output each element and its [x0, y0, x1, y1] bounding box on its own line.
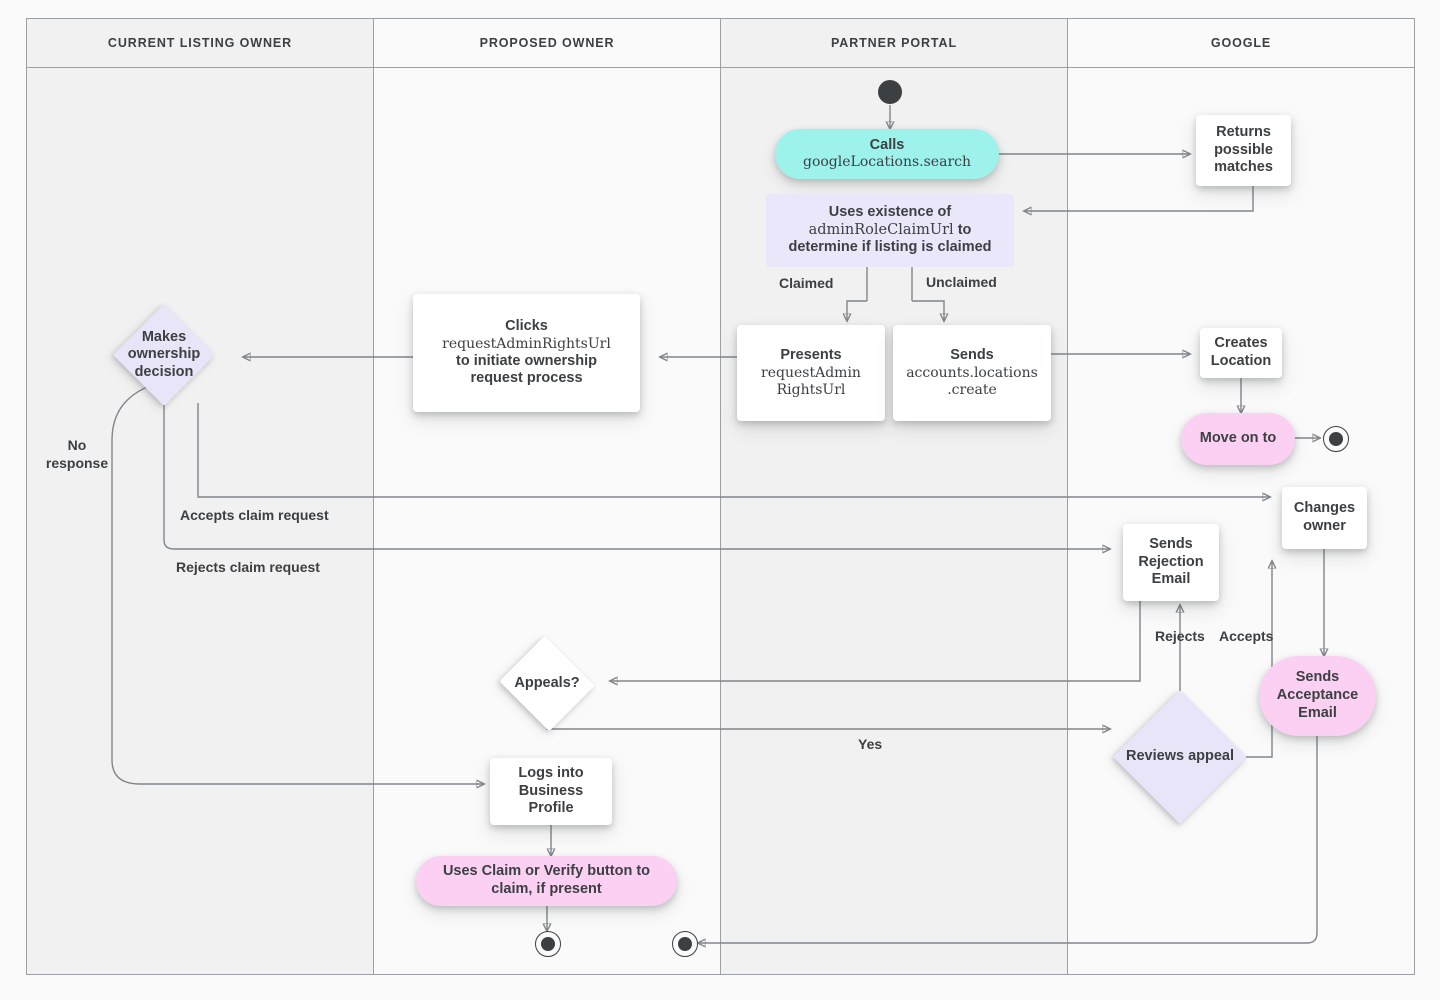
node-line-2-code: accounts.locations	[906, 364, 1038, 381]
node-line-2-tail: to	[953, 221, 972, 238]
lane-header-label: GOOGLE	[1210, 36, 1272, 50]
node-uses-existence-of-admin-role-claim-url[interactable]: Uses existence of adminRoleClaimUrl to d…	[766, 194, 1014, 267]
edge-label-no-response: No response	[45, 437, 109, 471]
node-sends-rejection-email[interactable]: Sends Rejection Email	[1123, 524, 1219, 601]
node-makes-ownership-decision[interactable]: Makes ownership decision	[113, 304, 215, 406]
node-label: Makes ownership decision	[127, 328, 201, 380]
node-changes-owner[interactable]: Changes owner	[1282, 487, 1367, 549]
lane-header-label: PROPOSED OWNER	[479, 36, 615, 50]
lane-header-label: PARTNER PORTAL	[830, 36, 958, 50]
node-label: Uses Claim or Verify button to claim, if…	[442, 863, 651, 897]
edge-label-accepts-claim-request: Accepts claim request	[180, 507, 329, 523]
lane-header-partner-portal: PARTNER PORTAL	[720, 18, 1068, 68]
node-uses-claim-or-verify-button[interactable]: Uses Claim or Verify button to claim, if…	[416, 856, 677, 906]
node-returns-possible-matches[interactable]: Returns possible matches	[1196, 115, 1291, 186]
node-sends-acceptance-email[interactable]: Sends Acceptance Email	[1259, 656, 1376, 736]
node-appeals-decision[interactable]: Appeals?	[497, 635, 597, 732]
edge-label-yes: Yes	[858, 736, 883, 752]
node-label: Logs into Business Profile	[518, 764, 584, 817]
node-label: Reviews appeal	[1126, 748, 1234, 765]
node-line-1: Clicks	[505, 317, 548, 334]
end-node-partner-portal	[672, 931, 698, 957]
node-line-1: Presents	[780, 347, 842, 364]
end-node-proposed-owner	[535, 931, 561, 957]
node-label: Sends Acceptance Email	[1276, 669, 1359, 721]
node-calls-google-locations-search[interactable]: Calls googleLocations.search	[775, 129, 999, 179]
node-move-on-to[interactable]: Move on to	[1181, 413, 1295, 465]
end-node-google	[1323, 426, 1349, 452]
node-code-token: adminRoleClaimUrl	[808, 221, 954, 238]
node-logs-into-business-profile[interactable]: Logs into Business Profile	[490, 758, 612, 825]
node-line-3-code: RightsUrl	[776, 381, 846, 398]
node-line-1: Calls	[869, 136, 905, 153]
edge-label-accepts: Accepts	[1219, 628, 1274, 644]
node-label: Move on to	[1199, 430, 1277, 447]
node-line-3: determine if listing is claimed	[788, 239, 992, 256]
node-reviews-appeal[interactable]: Reviews appeal	[1113, 690, 1247, 824]
node-line-2-code: requestAdmin	[761, 364, 861, 381]
node-label: Changes owner	[1293, 500, 1356, 534]
node-line-2-code: googleLocations.search	[802, 154, 971, 171]
node-line-3: to initiate ownership	[456, 352, 597, 369]
node-sends-accounts-locations-create[interactable]: Sends accounts.locations .create	[893, 325, 1051, 421]
start-node	[878, 80, 902, 104]
node-creates-location[interactable]: Creates Location	[1200, 328, 1282, 378]
node-label: Sends Rejection Email	[1138, 535, 1204, 588]
node-clicks-request-admin-rights-url[interactable]: Clicks requestAdminRightsUrl to initiate…	[413, 294, 640, 412]
node-line-3-code: .create	[947, 381, 997, 398]
node-line-2-code: requestAdminRightsUrl	[442, 335, 611, 352]
edge-label-unclaimed: Unclaimed	[926, 274, 997, 290]
node-presents-request-admin-rights-url[interactable]: Presents requestAdmin RightsUrl	[737, 325, 885, 421]
node-line-1: Uses existence of	[828, 203, 952, 220]
edge-label-rejects-claim-request: Rejects claim request	[176, 559, 320, 575]
node-label: Appeals?	[514, 674, 580, 691]
node-label: Returns possible matches	[1214, 123, 1273, 176]
edge-label-claimed: Claimed	[779, 275, 834, 291]
node-label: Creates Location	[1210, 335, 1272, 369]
lane-header-current-listing-owner: CURRENT LISTING OWNER	[26, 18, 374, 68]
lane-header-google: GOOGLE	[1067, 18, 1415, 68]
node-line-2: adminRoleClaimUrl to	[809, 222, 972, 240]
swimlane-bottom-border	[26, 974, 1414, 975]
node-line-4: request process	[470, 370, 583, 387]
edge-label-rejects: Rejects	[1155, 628, 1205, 644]
lane-header-label: CURRENT LISTING OWNER	[107, 36, 293, 50]
node-line-1: Sends	[950, 347, 994, 364]
